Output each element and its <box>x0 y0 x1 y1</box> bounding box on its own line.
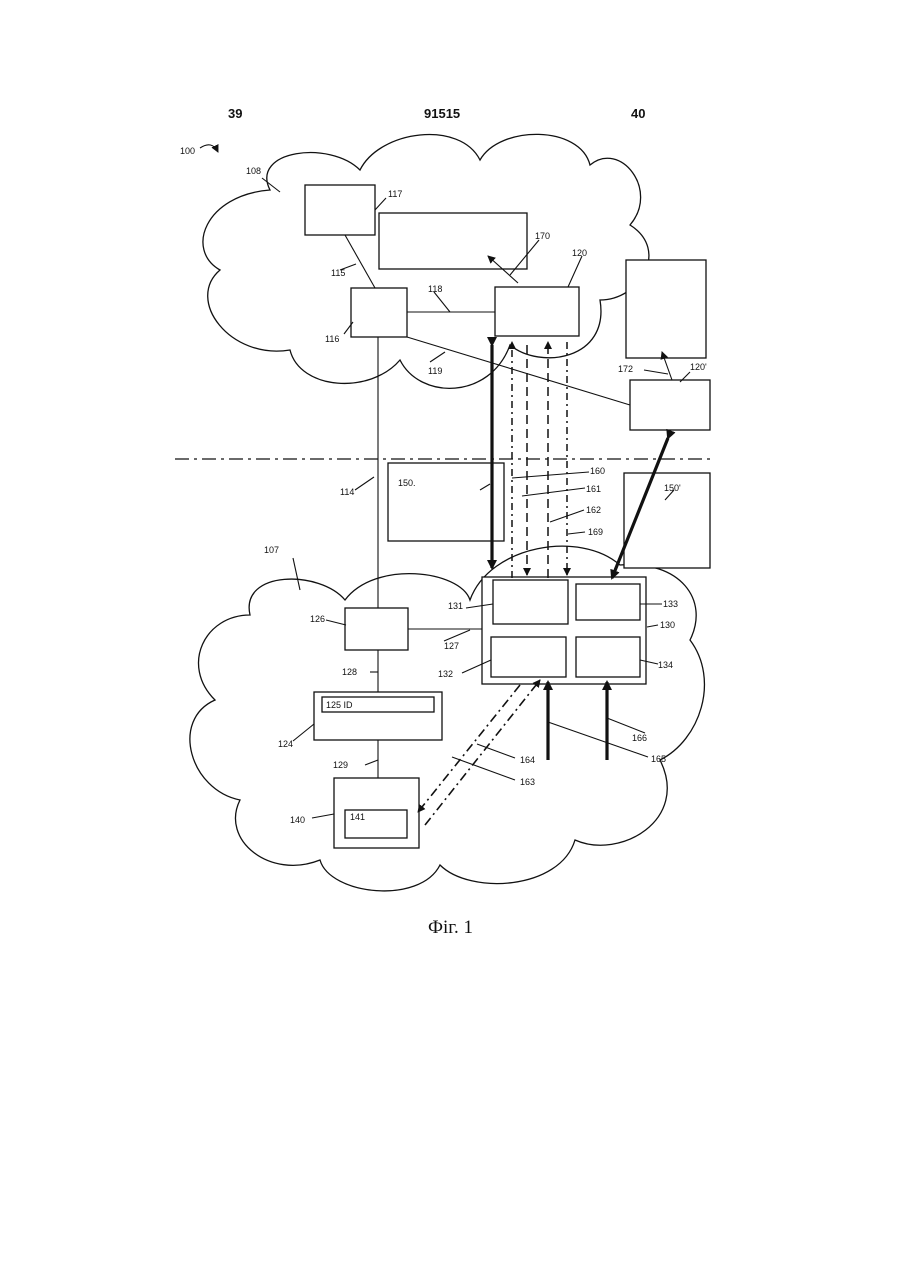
label-150-prime: 150' <box>664 483 681 493</box>
label-133: 133 <box>663 599 678 609</box>
label-126: 126 <box>310 614 325 624</box>
box-132 <box>491 637 566 677</box>
box-131 <box>493 580 568 624</box>
box-134 <box>576 637 640 677</box>
box-133 <box>576 584 640 620</box>
label-150: 150. <box>398 478 416 488</box>
arrow-100 <box>200 145 218 152</box>
label-107: 107 <box>264 545 279 555</box>
label-100: 100 <box>180 146 195 156</box>
label-132: 132 <box>438 669 453 679</box>
box-120 <box>495 287 579 336</box>
label-164: 164 <box>520 755 535 765</box>
label-116: 116 <box>325 334 339 344</box>
label-120-prime: 120' <box>690 362 707 372</box>
label-141: 141 <box>350 812 365 822</box>
label-165: 165 <box>651 754 666 764</box>
label-160: 160 <box>590 466 605 476</box>
box-172 <box>626 260 706 358</box>
label-169: 169 <box>588 527 603 537</box>
label-166: 166 <box>632 733 647 743</box>
label-163: 163 <box>520 777 535 787</box>
figure-caption: Фіг. 1 <box>0 917 901 939</box>
label-140: 140 <box>290 815 305 825</box>
label-118: 118 <box>428 284 442 294</box>
label-120: 120 <box>572 248 587 258</box>
label-114: 114 <box>340 487 354 497</box>
box-170 <box>379 213 527 269</box>
label-129: 129 <box>333 760 348 770</box>
box-117 <box>305 185 375 235</box>
label-128: 128 <box>342 667 357 677</box>
label-119: 119 <box>428 366 442 376</box>
box-120-prime <box>630 380 710 430</box>
label-115: 115 <box>331 268 345 278</box>
label-108: 108 <box>246 166 261 176</box>
box-116 <box>351 288 407 337</box>
label-161: 161 <box>586 484 601 494</box>
label-130: 130 <box>660 620 675 630</box>
box-126 <box>345 608 408 650</box>
box-150 <box>388 463 504 541</box>
label-162: 162 <box>586 505 601 515</box>
label-125: 125 ID <box>326 700 353 710</box>
label-134: 134 <box>658 660 673 670</box>
label-124: 124 <box>278 739 293 749</box>
label-117: 117 <box>388 189 402 199</box>
label-172: 172 <box>618 364 633 374</box>
label-170: 170 <box>535 231 550 241</box>
label-131: 131 <box>448 601 463 611</box>
label-127: 127 <box>444 641 459 651</box>
